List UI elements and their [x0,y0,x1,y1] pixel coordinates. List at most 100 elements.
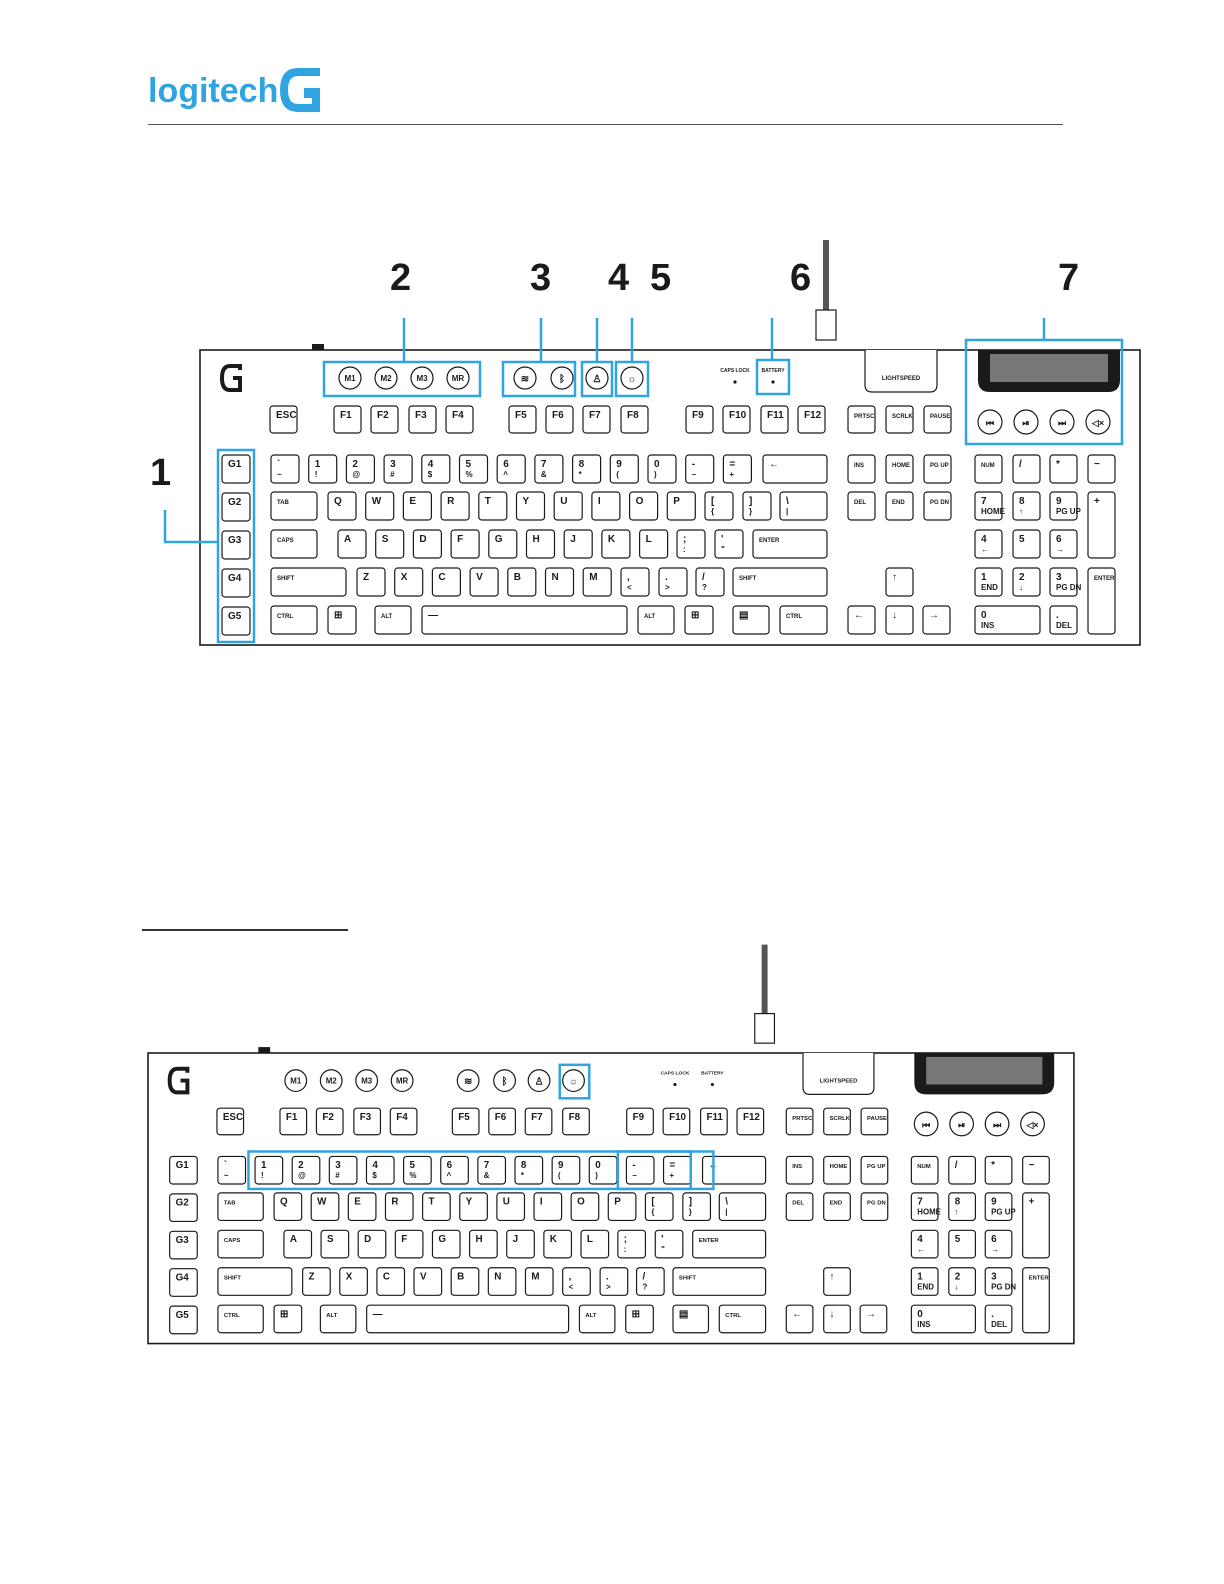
key-pause[interactable]: PAUSE [860,1107,889,1136]
key-num9[interactable]: 9PG UP [984,1192,1016,1222]
key-row1-7[interactable]: 7& [534,454,564,484]
key-f4[interactable]: F4 [445,405,474,434]
key-num-plus[interactable]: + [1087,491,1116,559]
key-row1-6[interactable]: 6^ [496,454,526,484]
key-pg-dn[interactable]: PG DN [923,491,952,521]
key-g2[interactable]: G2 [221,492,251,522]
key-num-enter[interactable]: ENTER [1087,567,1116,635]
key-left[interactable]: ← [847,605,876,635]
key-l[interactable]: L [580,1229,610,1259]
mute-button[interactable] [1020,1111,1045,1137]
key-end[interactable]: END [823,1192,851,1222]
key-j[interactable]: J [506,1229,535,1259]
key-rbracket[interactable]: ]} [742,491,772,521]
key-z[interactable]: Z [356,567,386,597]
key-lwin[interactable]: ⊞ [273,1304,303,1334]
key-f11[interactable]: F11 [699,1107,728,1136]
key-slash[interactable]: /? [695,567,725,597]
key-rwin[interactable]: ⊞ [684,605,714,635]
key-rbracket[interactable]: ]} [682,1192,712,1222]
key-row1-7[interactable]: 7& [477,1155,507,1185]
volume-roller-wheel[interactable] [990,354,1108,382]
key-o[interactable]: O [629,491,659,521]
macro-key-m3[interactable]: M3 [410,366,434,390]
key-b[interactable]: B [507,567,537,597]
key-v[interactable]: V [413,1267,443,1296]
key-backspace[interactable]: ← [762,454,828,484]
key-num-divide[interactable]: / [948,1155,976,1185]
key-row1-6[interactable]: 6^ [440,1155,469,1185]
key-f6[interactable]: F6 [545,405,574,434]
key-num4[interactable]: 4← [974,529,1003,559]
lightspeed-button[interactable] [513,366,537,390]
key-f4[interactable]: F4 [389,1107,418,1136]
key-enter[interactable]: ENTER [692,1229,767,1259]
key-z[interactable]: Z [302,1267,331,1296]
key-backslash[interactable]: \| [718,1192,767,1222]
key-num-minus[interactable]: − [1022,1155,1050,1185]
key-del[interactable]: DEL [785,1192,814,1222]
key-s[interactable]: S [375,529,405,559]
key-scrlk[interactable]: SCRLK [823,1107,851,1136]
next-track-button[interactable] [984,1111,1010,1137]
next-track-button[interactable] [1049,409,1075,435]
key-x[interactable]: X [394,567,424,597]
key-prtsc[interactable]: PRTSC [785,1107,814,1136]
key-f3[interactable]: F3 [353,1107,382,1136]
key-down[interactable]: ↓ [885,605,914,635]
key-row1-11[interactable]: -– [625,1155,655,1185]
key-row1-2[interactable]: 2@ [345,454,375,484]
key-space[interactable]: — [366,1304,570,1334]
key-esc[interactable]: ESC [269,405,298,434]
key-n[interactable]: N [487,1267,517,1296]
key-caps[interactable]: CAPS [217,1229,264,1259]
key-f[interactable]: F [450,529,480,559]
key-num5[interactable]: 5 [1012,529,1041,559]
previous-track-button[interactable] [913,1111,939,1137]
bluetooth-button[interactable] [493,1069,516,1093]
key-t[interactable]: T [422,1192,451,1222]
key-i[interactable]: I [533,1192,563,1222]
key-num2[interactable]: 2↓ [1012,567,1041,597]
key-rctrl[interactable]: CTRL [779,605,828,635]
key-p[interactable]: P [666,491,696,521]
key-g5[interactable]: G5 [169,1305,198,1335]
key-row1-4[interactable]: 4$ [421,454,451,484]
power-switch[interactable] [312,344,324,350]
key-f12[interactable]: F12 [797,405,826,434]
key-row1-5[interactable]: 5% [403,1155,432,1185]
game-mode-button[interactable] [585,366,609,390]
key-h[interactable]: H [525,529,556,559]
key-semicolon[interactable]: ;: [676,529,706,559]
previous-track-button[interactable] [977,409,1003,435]
key-f2[interactable]: F2 [370,405,399,434]
key-f10[interactable]: F10 [722,405,751,434]
key-k[interactable]: K [543,1229,573,1259]
key-r[interactable]: R [384,1192,414,1222]
key-rctrl[interactable]: CTRL [718,1304,767,1334]
key-ralt[interactable]: ALT [578,1304,616,1334]
key-num9[interactable]: 9PG UP [1049,491,1082,521]
key-backslash[interactable]: \| [779,491,828,521]
key-v[interactable]: V [469,567,499,597]
key-d[interactable]: D [357,1229,387,1259]
key-num8[interactable]: 8↑ [948,1192,976,1222]
key-g4[interactable]: G4 [221,568,251,598]
key-row1-4[interactable]: 4$ [365,1155,395,1185]
brightness-button[interactable] [620,366,644,390]
key-down[interactable]: ↓ [823,1304,851,1334]
key-row1-10[interactable]: 0) [588,1155,618,1185]
macro-key-m3[interactable]: M3 [355,1069,379,1093]
key-num-plus[interactable]: + [1022,1192,1050,1259]
key-g[interactable]: G [431,1229,461,1259]
key-right[interactable]: → [922,605,951,635]
key-num4[interactable]: 4← [910,1229,939,1259]
key-g4[interactable]: G4 [169,1268,198,1297]
key-p[interactable]: P [607,1192,637,1222]
key-lalt[interactable]: ALT [319,1304,357,1334]
key-m[interactable]: M [582,567,612,597]
key-esc[interactable]: ESC [216,1107,245,1136]
key-row1-8[interactable]: 8* [572,454,602,484]
